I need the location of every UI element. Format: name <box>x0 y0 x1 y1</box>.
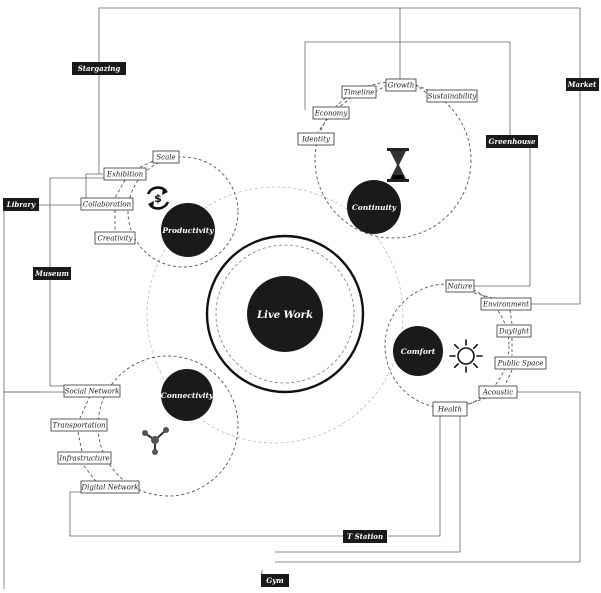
attribute-health[interactable]: Health <box>432 401 468 417</box>
place-t-station[interactable]: T Station <box>343 530 387 543</box>
place-gym[interactable]: Gym <box>261 574 289 587</box>
attribute-scale[interactable]: Scale <box>152 150 180 164</box>
svg-text:T Station: T Station <box>347 532 383 541</box>
svg-text:Continuity: Continuity <box>352 203 397 212</box>
productivity-cluster-ring <box>127 156 239 268</box>
svg-text:Daylight: Daylight <box>498 328 529 336</box>
hub-productivity[interactable]: Productivity <box>161 203 215 257</box>
place-museum[interactable]: Museum <box>33 267 71 280</box>
svg-text:Productivity: Productivity <box>161 226 214 235</box>
svg-text:Social Network: Social Network <box>65 388 120 396</box>
continuity-cluster-ring <box>314 81 472 239</box>
svg-text:Library: Library <box>6 200 36 209</box>
attribute-identity[interactable]: Identity <box>297 132 335 146</box>
svg-text:Health: Health <box>437 406 462 414</box>
attribute-digital-network[interactable]: Digital Network <box>81 480 140 494</box>
svg-text:Timeline: Timeline <box>344 89 375 97</box>
attribute-infrastructure[interactable]: Infrastructure <box>57 451 112 465</box>
attribute-exhibition[interactable]: Exhibition <box>103 167 147 181</box>
attribute-daylight[interactable]: Daylight <box>496 324 532 338</box>
svg-text:Collaboration: Collaboration <box>83 201 132 209</box>
svg-text:Scale: Scale <box>156 154 175 162</box>
svg-text:Gym: Gym <box>266 576 283 585</box>
hub-comfort[interactable]: Comfort <box>393 326 443 376</box>
place-library[interactable]: Library <box>3 198 39 211</box>
center-inner-ring <box>215 244 355 384</box>
svg-text:Economy: Economy <box>314 110 349 118</box>
attribute-economy[interactable]: Economy <box>312 106 350 120</box>
attribute-public-space[interactable]: Public Space <box>494 356 547 370</box>
attribute-sustainability[interactable]: Sustainability <box>426 89 478 103</box>
svg-text:Nature: Nature <box>446 283 472 291</box>
hub-continuity[interactable]: Continuity <box>347 180 401 234</box>
attribute-environment[interactable]: Environment <box>480 297 532 311</box>
center-outer-ring <box>205 234 365 394</box>
place-market[interactable]: Market <box>566 78 599 91</box>
attribute-acoustic[interactable]: Acoustic <box>478 385 518 399</box>
svg-text:Identity: Identity <box>301 136 331 144</box>
svg-text:Museum: Museum <box>34 269 69 278</box>
hub-connectivity[interactable]: Connectivity <box>161 369 214 421</box>
attribute-creativity[interactable]: Creativity <box>94 231 136 245</box>
svg-text:Infrastructure: Infrastructure <box>58 455 109 463</box>
place-stargazing[interactable]: Stargazing <box>72 62 126 75</box>
attribute-growth[interactable]: Growth <box>385 78 417 92</box>
attribute-collaboration[interactable]: Collaboration <box>80 197 134 211</box>
svg-text:Live Work: Live Work <box>256 310 313 321</box>
svg-text:Exhibition: Exhibition <box>106 171 144 179</box>
svg-text:Growth: Growth <box>388 82 414 90</box>
network-icon <box>142 427 169 455</box>
attribute-social-network[interactable]: Social Network <box>63 384 121 398</box>
svg-text:Creativity: Creativity <box>97 235 133 243</box>
hourglass-icon <box>387 148 409 182</box>
svg-text:Connectivity: Connectivity <box>161 391 214 400</box>
svg-text:Comfort: Comfort <box>401 347 436 356</box>
svg-text:Market: Market <box>567 80 597 89</box>
attribute-timeline[interactable]: Timeline <box>341 85 377 99</box>
connectivity-cluster-ring <box>97 355 239 497</box>
dollar-cycle-icon: $ <box>146 186 170 210</box>
svg-text:$: $ <box>154 192 162 205</box>
svg-text:Transportation: Transportation <box>52 422 106 430</box>
svg-text:Greenhouse: Greenhouse <box>489 137 536 146</box>
place-greenhouse[interactable]: Greenhouse <box>486 135 538 148</box>
attribute-nature[interactable]: Nature <box>445 279 475 293</box>
outer-ring <box>146 186 404 444</box>
svg-text:Sustainability: Sustainability <box>428 93 478 101</box>
svg-text:Stargazing: Stargazing <box>78 64 121 73</box>
sun-icon <box>449 339 483 373</box>
attribute-transportation[interactable]: Transportation <box>50 418 108 432</box>
svg-text:Environment: Environment <box>482 301 529 309</box>
connector-lines <box>3 7 581 589</box>
svg-text:Digital Network: Digital Network <box>81 484 139 492</box>
svg-text:Public Space: Public Space <box>497 360 544 368</box>
svg-text:Acoustic: Acoustic <box>482 389 513 397</box>
center-live-work[interactable]: Live Work <box>247 276 323 352</box>
